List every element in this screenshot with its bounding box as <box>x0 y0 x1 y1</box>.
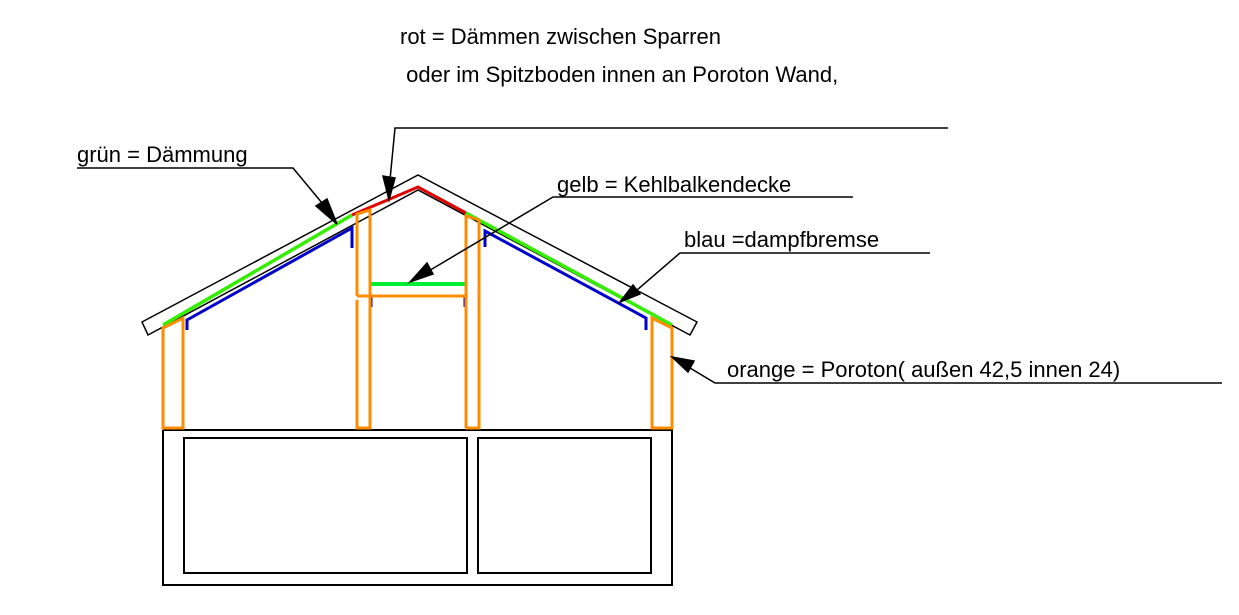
green-insulation <box>162 211 673 327</box>
green-insulation-left <box>162 213 353 327</box>
arrow-gruen <box>314 197 338 225</box>
text-labels: rot = Dämmen zwischen Sparren oder im Sp… <box>77 24 1120 382</box>
arrow-gelb <box>407 261 435 284</box>
label-gruen: grün = Dämmung <box>77 142 248 167</box>
poroton-wall-outer-right <box>650 315 674 430</box>
ground-floor-room-right <box>477 437 652 574</box>
leader-blau <box>629 252 930 297</box>
ground-floor-outline <box>162 429 673 586</box>
poroton-wall-outer-left <box>161 315 185 430</box>
poroton-wall-inner-right <box>464 213 481 430</box>
orange-poroton-walls <box>161 207 674 430</box>
label-rot-line2: oder im Spitzboden innen an Poroton Wand… <box>400 62 838 87</box>
leader-orange <box>684 364 1222 384</box>
red-insulation-ridge <box>351 185 467 217</box>
label-gelb: gelb = Kehlbalkendecke <box>557 172 791 197</box>
label-orange: orange = Poroton( außen 42,5 innen 24) <box>727 357 1120 382</box>
arrow-orange <box>669 355 696 374</box>
ground-floor-room-left <box>183 437 468 574</box>
blue-barrier-left <box>185 225 354 330</box>
blue-barrier-collar <box>369 294 467 307</box>
ground-floor <box>162 429 673 586</box>
blue-barrier-right <box>483 228 648 330</box>
arrow-rot <box>381 175 396 203</box>
leader-rot <box>388 127 948 191</box>
leader-gelb <box>421 196 853 276</box>
leaders <box>77 127 1222 384</box>
leader-gruen <box>77 167 333 216</box>
arrow-blau <box>617 283 642 304</box>
green-insulation-right <box>465 211 673 327</box>
label-rot-line1: rot = Dämmen zwischen Sparren <box>400 24 721 49</box>
poroton-wall-inner-left <box>355 207 372 430</box>
label-blau: blau =dampfbremse <box>684 227 879 252</box>
roof-plate <box>141 174 699 337</box>
